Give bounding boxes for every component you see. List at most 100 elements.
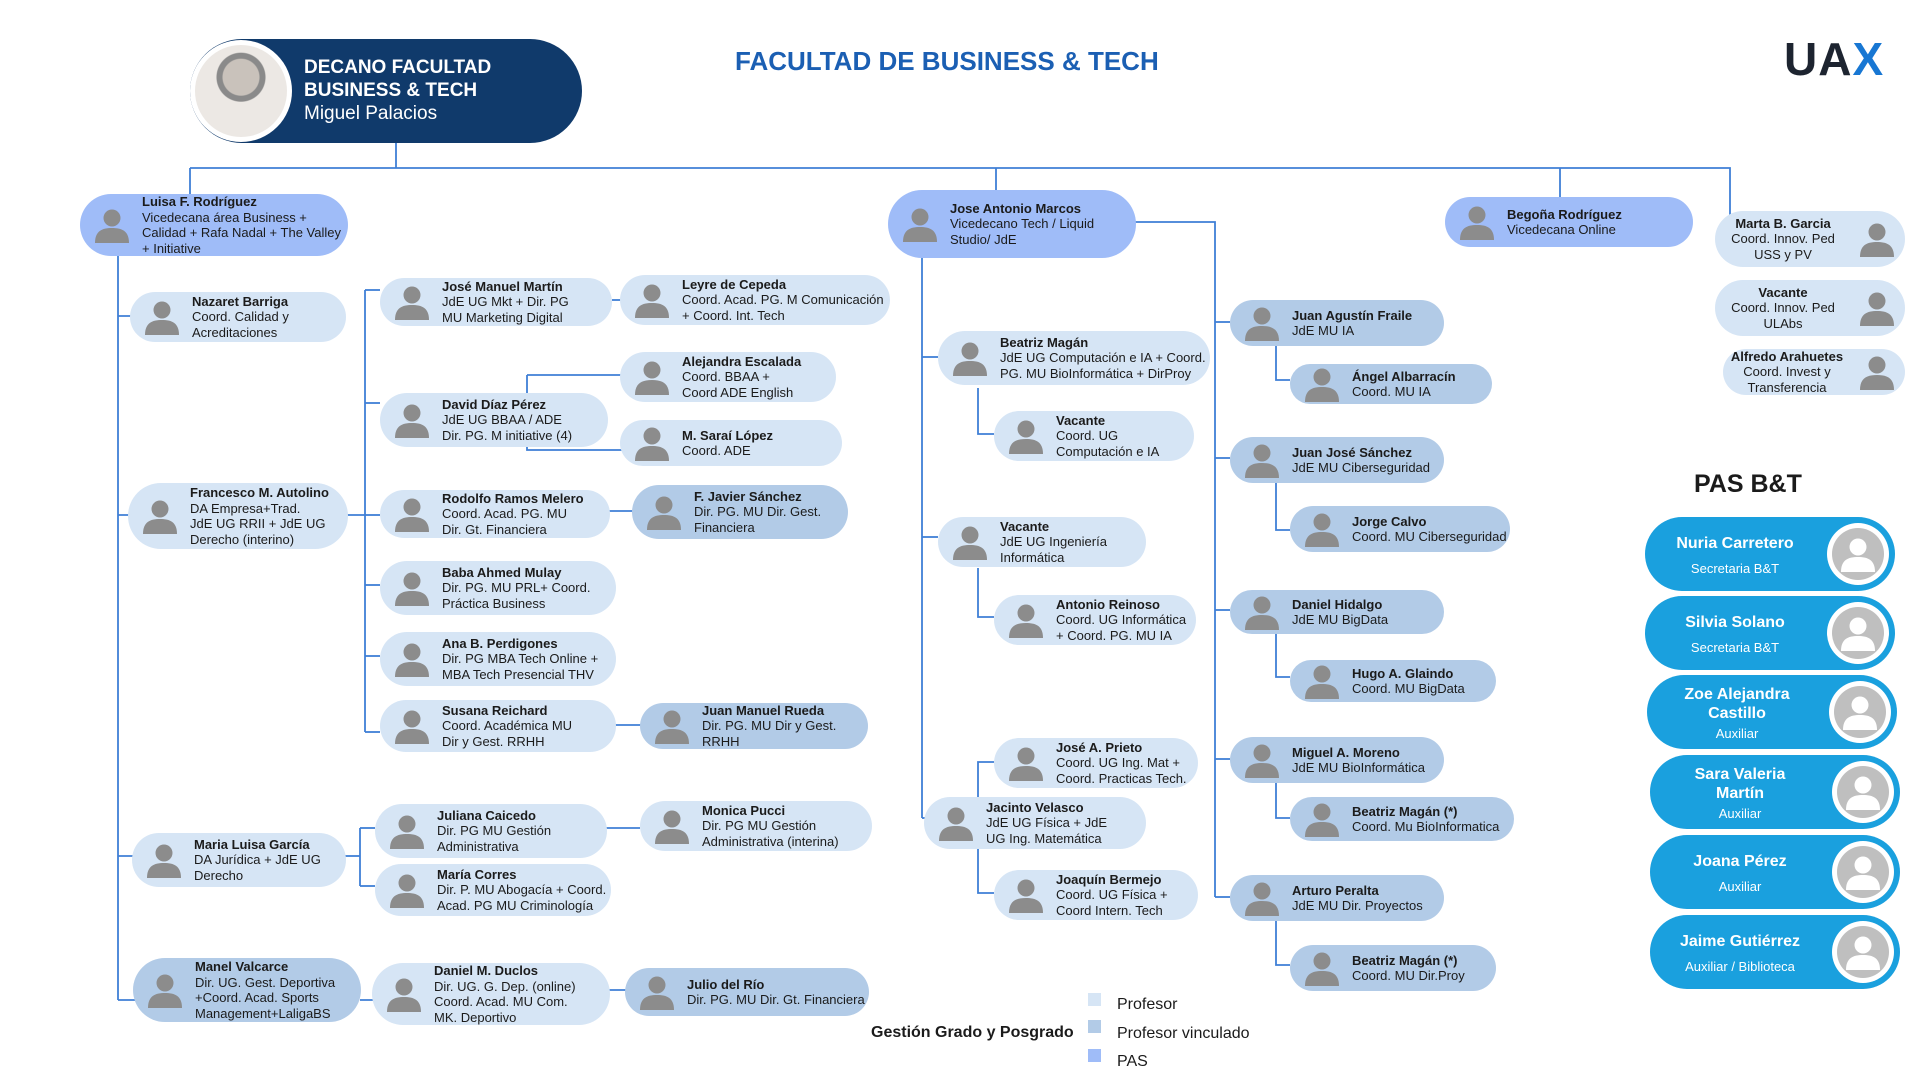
- person-role: Coord. Acad. PG. M Comunicación + Coord.…: [682, 292, 884, 323]
- legend-caption: Gestión Grado y Posgrado: [871, 1024, 1074, 1041]
- person-role: Coord. UG Computación e IA: [1056, 428, 1160, 459]
- person-role: JdE UG Mkt + Dir. PG MU Marketing Digita…: [442, 294, 569, 325]
- org-node-text: Beatriz Magán (*)Coord. Mu BioInformatic…: [1352, 804, 1499, 835]
- person-role: Coord. Innov. Ped USS y PV: [1731, 231, 1835, 262]
- person-avatar-icon: [1302, 509, 1342, 549]
- person-role: JdE MU BigData: [1292, 612, 1389, 627]
- person-name: Baba Ahmed Mulay: [442, 564, 562, 580]
- person-avatar-icon: [637, 972, 677, 1012]
- person-role: Coord. UG Informática + Coord. PG. MU IA: [1056, 612, 1187, 643]
- person-role: Dir. UG. G. Dep. (online) Coord. Acad. M…: [434, 978, 576, 1025]
- person-role: Coord. ADE: [682, 443, 751, 458]
- person-role: Vicedecana Online: [1507, 222, 1616, 237]
- person-role: Coord. UG Ing. Mat + Coord. Practicas Te…: [1056, 755, 1187, 786]
- person-role: Dir. PG. MU Dir. Gt. Financiera: [687, 992, 865, 1007]
- org-node-beatriz3[interactable]: Beatriz Magán (*)Coord. MU Dir.Proy: [1290, 945, 1496, 991]
- person-avatar-icon: [392, 706, 432, 746]
- person-role: JdE UG Computación e IA + Coord. PG. MU …: [1000, 350, 1206, 381]
- person-avatar-icon: [392, 400, 432, 440]
- person-name: Daniel Hidalgo: [1292, 596, 1383, 612]
- person-role: DA Jurídica + JdE UG Derecho: [194, 852, 321, 883]
- pas-name: Nuria Carretero: [1676, 535, 1794, 552]
- person-avatar-icon: [1457, 202, 1497, 242]
- person-avatar-icon: [392, 568, 432, 608]
- logo-x: X: [1852, 33, 1885, 85]
- legend-label-pas: PAS: [1117, 1053, 1148, 1070]
- person-name: Leyre de Cepeda: [682, 276, 787, 292]
- pas-role: Auxiliar / Biblioteca: [1685, 959, 1795, 974]
- person-avatar-icon: [936, 803, 976, 843]
- person-avatar-icon: [632, 280, 672, 320]
- legend-swatch-pas: [1088, 1049, 1101, 1062]
- person-avatar-icon: [140, 496, 180, 536]
- pas-avatar-icon: [1829, 681, 1891, 743]
- org-node-beatriz2[interactable]: Beatriz Magán (*)Coord. Mu BioInformatic…: [1290, 797, 1514, 841]
- person-avatar-icon: [145, 970, 185, 1010]
- person-role: JdE MU Ciberseguridad: [1292, 460, 1431, 475]
- person-name: David Díaz Pérez: [442, 396, 547, 412]
- person-avatar-icon: [1302, 799, 1342, 839]
- person-avatar-icon: [1242, 303, 1282, 343]
- person-name: Vacante: [1758, 284, 1808, 300]
- person-role: Vicedecana área Business + Calidad + Raf…: [142, 209, 341, 256]
- logo-main: UA: [1784, 33, 1853, 85]
